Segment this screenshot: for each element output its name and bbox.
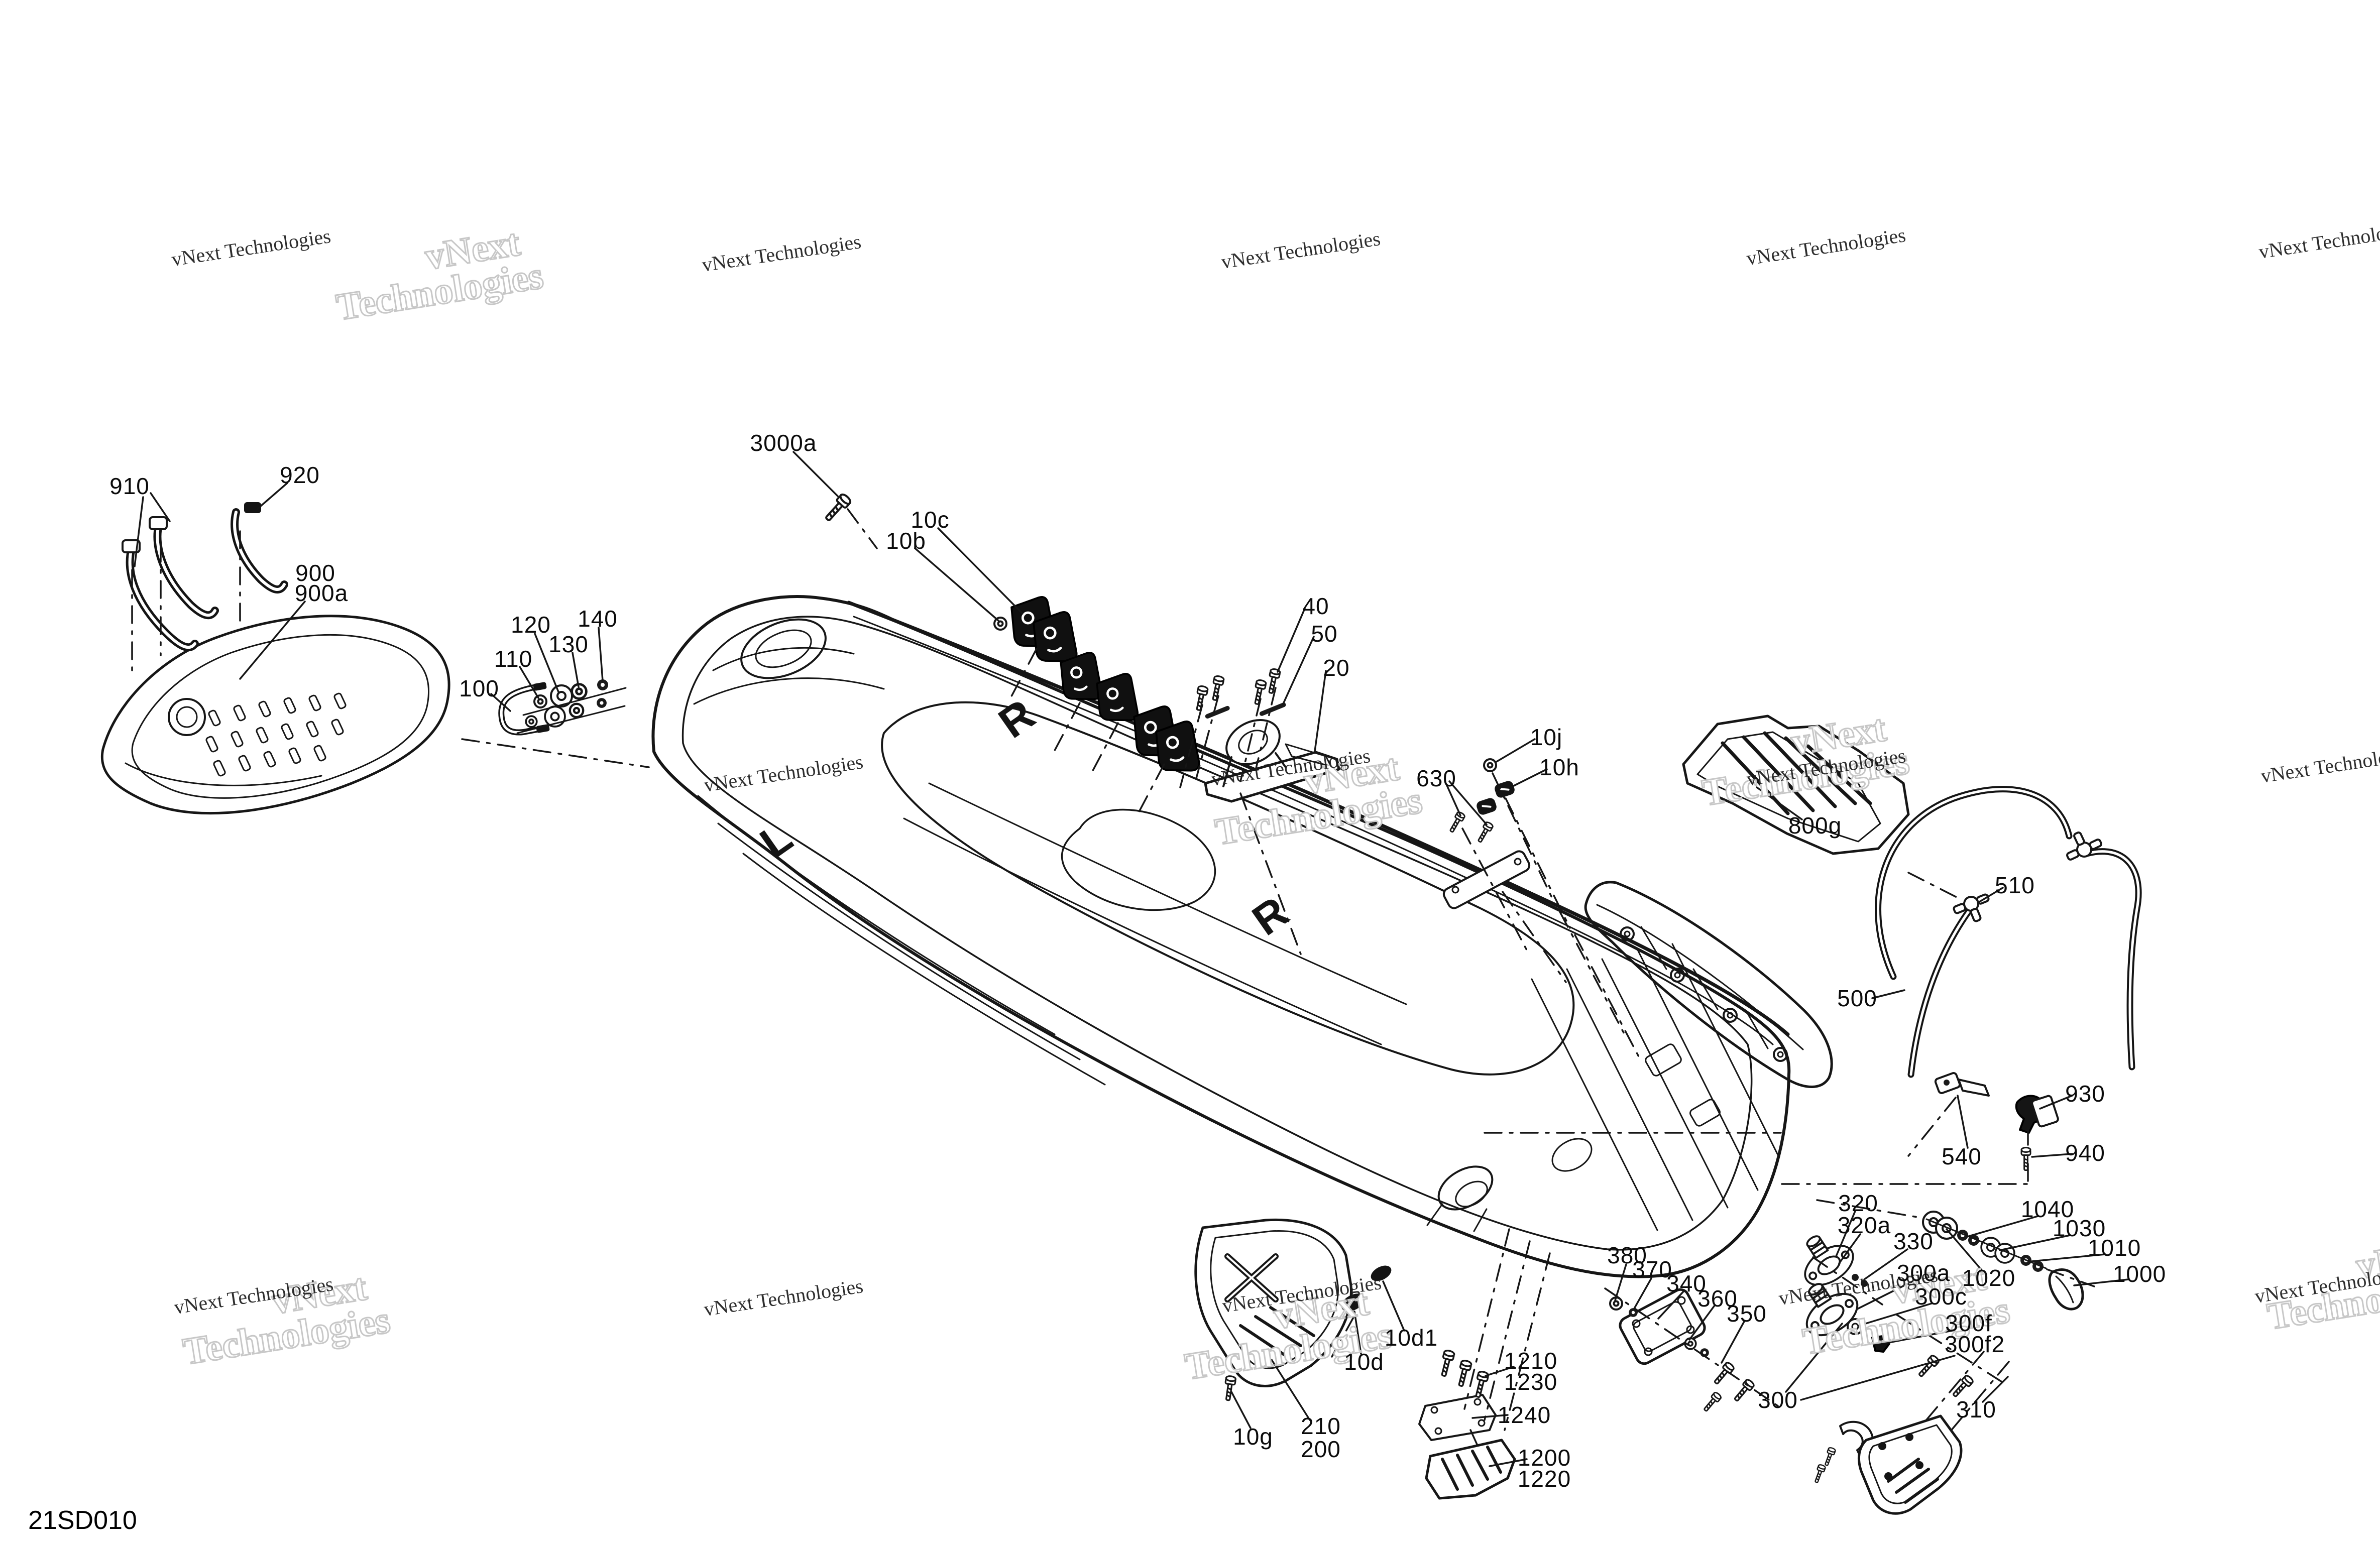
part-label-3000a: 3000a [750,430,817,456]
part-label-140: 140 [578,606,618,632]
stern-clips-drawing [1934,1072,2059,1171]
part-label-10g: 10g [1233,1423,1273,1450]
sensor-plate-drawing [1609,1288,1756,1414]
part-label-210: 210 [1301,1413,1341,1439]
ride-plate-drawing [1812,1414,1963,1515]
part-label-630: 630 [1416,765,1456,791]
front-deck-tray-drawing [100,615,450,815]
part-label-300f: 300f [1945,1310,1992,1336]
part-label-1020: 1020 [1962,1265,2016,1291]
part-label-300f2: 300f2 [1944,1331,2005,1357]
part-label-110: 110 [494,646,533,672]
part-label-370: 370 [1632,1256,1672,1282]
part-label-330: 330 [1893,1228,1934,1254]
part-label-1010: 1010 [2087,1235,2141,1261]
part-label-900a: 900a [294,580,349,606]
part-label-1030: 1030 [2052,1215,2106,1241]
part-label-910: 910 [109,473,150,499]
part-label-300a: 300a [1896,1260,1951,1286]
screw-3000a-drawing [822,492,853,525]
sponson-drawing [1584,881,1833,1088]
part-label-1040: 1040 [2020,1196,2075,1222]
part-label-900: 900 [295,560,335,586]
assembly-dash-lines [131,508,2095,1453]
part-label-1240: 1240 [1497,1402,1551,1428]
leader-lines [134,451,2129,1467]
part-label-120: 120 [511,612,551,638]
part-label-10c: 10c [911,507,950,533]
part-label-1000: 1000 [2112,1261,2167,1287]
bracket-20-drawing [1193,667,1340,803]
part-label-940: 940 [2065,1140,2105,1166]
part-label-500: 500 [1837,985,1877,1011]
part-label-300: 300 [1758,1387,1798,1413]
intake-grate-drawing [1194,1218,1392,1402]
part-label-10h: 10h [1539,754,1579,780]
foot-strip-drawings [122,502,288,652]
part-label-300c: 300c [1915,1283,1967,1310]
part-label-920: 920 [280,462,320,488]
part-label-10b: 10b [886,528,926,554]
part-label-200: 200 [1301,1436,1341,1462]
part-label-540: 540 [1942,1143,1982,1169]
part-label-930: 930 [2065,1081,2105,1107]
part-label-320: 320 [1838,1190,1878,1216]
part-label-1210: 1210 [1504,1348,1558,1374]
part-label-10d1: 10d1 [1384,1325,1438,1351]
part-label-340: 340 [1666,1270,1707,1296]
diagram-code: 21SD010 [28,1506,137,1535]
part-label-350: 350 [1727,1300,1767,1327]
part-label-360: 360 [1697,1285,1738,1312]
part-label-1220: 1220 [1517,1466,1571,1492]
part-label-1200: 1200 [1517,1445,1571,1471]
hoses-drawing [1875,786,2142,1078]
part-label-800g: 800g [1788,812,1842,839]
part-label-10d: 10d [1344,1349,1384,1375]
part-label-310: 310 [1956,1396,1996,1422]
part-label-320a: 320a [1837,1212,1891,1238]
drain-grate-drawing [1418,1349,1516,1500]
part-label-380: 380 [1607,1242,1647,1268]
part-label-510: 510 [1995,872,2035,898]
rear-fitting-cluster-drawing [1797,1211,2084,1400]
part-label-1230: 1230 [1504,1369,1558,1395]
part-label-10j: 10j [1530,724,1563,750]
ubolt-assembly-drawing [498,678,627,736]
hull-drawing [651,595,1791,1278]
part-label-100: 100 [459,675,499,701]
bracket-630-drawing [1442,758,1531,909]
part-label-130: 130 [548,631,589,657]
part-label-40: 40 [1302,593,1329,619]
part-label-50: 50 [1311,621,1338,647]
bumper-pads-drawing [993,596,1203,778]
part-label-20: 20 [1323,655,1350,681]
